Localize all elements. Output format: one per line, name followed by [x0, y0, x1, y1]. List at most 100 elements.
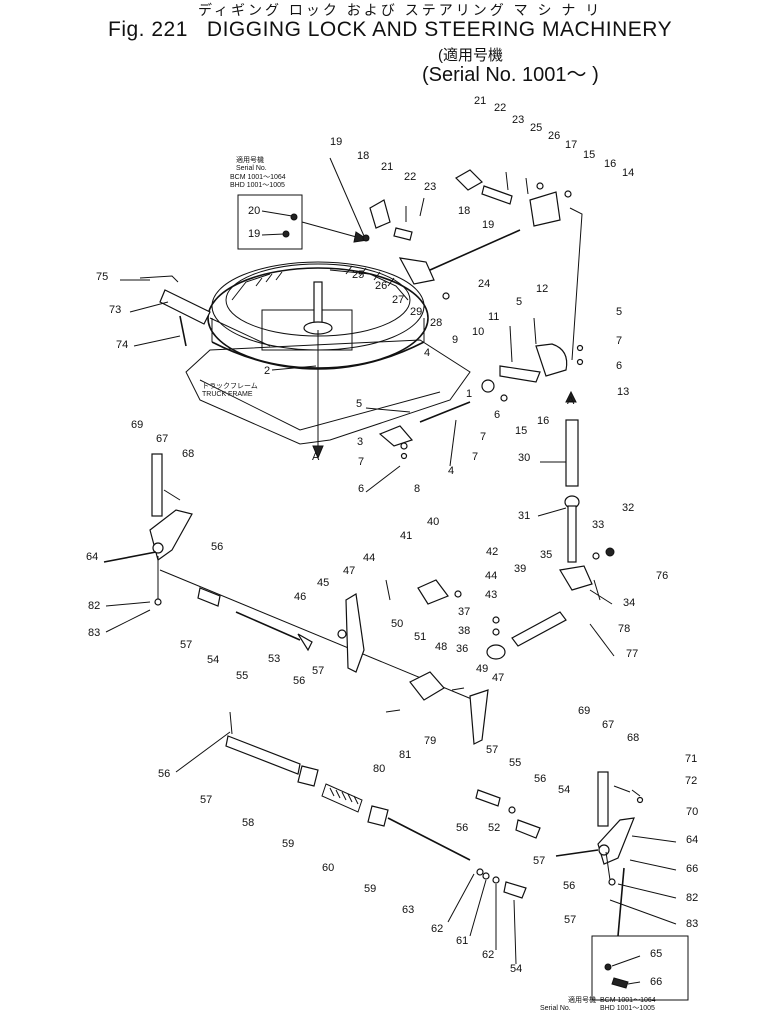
part-number-label: 71	[685, 753, 697, 765]
part-number-label: 54	[558, 784, 570, 796]
part-number-label: 74	[116, 339, 128, 351]
part-number-label: 82	[686, 892, 698, 904]
part-number-label: 57	[564, 914, 576, 926]
part-number-label: 64	[686, 834, 698, 846]
part-number-label: 83	[88, 627, 100, 639]
part-number-label: 72	[685, 775, 697, 787]
part-number-label: 66	[650, 976, 662, 988]
inset-bottom-serial-1: BCM 1001～1064	[600, 997, 656, 1004]
part-number-label: 59	[364, 883, 376, 895]
steering-mechanism-upper	[365, 317, 584, 467]
inset-bottom-jp: 適用号機	[568, 995, 596, 1004]
part-number-label: 80	[373, 763, 385, 775]
part-number-label: 46	[294, 591, 306, 603]
truck-frame-label: TRUCK FRAME	[202, 391, 253, 398]
part-number-label: 51	[414, 631, 426, 643]
part-number-label: 44	[363, 552, 375, 564]
part-number-label: 83	[686, 918, 698, 930]
part-number-label: 15	[583, 149, 595, 161]
part-number-label: 75	[96, 271, 108, 283]
part-number-label: 22	[404, 171, 416, 183]
part-number-label: 32	[622, 502, 634, 514]
upper-linkage	[329, 157, 583, 361]
part-number-labels: 2122232526171516141918212223181920197573…	[86, 95, 698, 988]
part-number-label: 65	[650, 948, 662, 960]
part-number-label: 5	[356, 398, 362, 410]
part-number-label: 16	[537, 415, 549, 427]
part-number-label: 10	[472, 326, 484, 338]
applicable-units-jp: (適用号機	[438, 47, 503, 64]
part-number-label: 59	[282, 838, 294, 850]
part-number-label: 56	[211, 541, 223, 553]
part-number-label: 76	[656, 570, 668, 582]
left-steering-lever	[103, 453, 193, 606]
part-number-label: 67	[156, 433, 168, 445]
part-number-label: 7	[616, 335, 622, 347]
part-number-label: 64	[86, 551, 98, 563]
inset-box-bottom: 適用号機 BCM 1001～1064 Serial No. BHD 1001～1…	[540, 867, 689, 1012]
part-number-label: 82	[88, 600, 100, 612]
inset-top-jp: 適用号機	[236, 155, 264, 164]
part-number-label: 9	[452, 334, 458, 346]
part-number-label: 20	[248, 205, 260, 217]
truck-frame-jp: トラックフレーム	[202, 382, 258, 390]
part-number-label: 26	[375, 280, 387, 292]
part-number-label: 29	[410, 306, 422, 318]
part-number-label: 7	[358, 456, 364, 468]
part-number-label: 57	[486, 744, 498, 756]
serial-range: (Serial No. 1001～ )	[422, 64, 599, 86]
swing-machinery: トラックフレーム TRUCK FRAME	[185, 261, 471, 460]
part-number-label: 15	[515, 425, 527, 437]
part-number-label: 56	[563, 880, 575, 892]
part-number-label: 35	[540, 549, 552, 561]
part-number-label: 23	[424, 181, 436, 193]
part-number-label: 68	[627, 732, 639, 744]
part-number-label: 61	[456, 935, 468, 947]
inset-bottom-label: Serial No.	[540, 1005, 571, 1012]
part-number-label: 69	[578, 705, 590, 717]
part-number-label: 5	[516, 296, 522, 308]
part-number-label: 47	[343, 565, 355, 577]
inset-box-top: 適用号機 Serial No. BCM 1001～1064 BHD 1001～1…	[230, 155, 370, 250]
part-number-label: 57	[200, 794, 212, 806]
part-number-label: 36	[456, 643, 468, 655]
part-number-label: 6	[358, 483, 364, 495]
part-number-label: 21	[381, 161, 393, 173]
part-number-label: 58	[242, 817, 254, 829]
part-number-label: 19	[482, 219, 494, 231]
part-number-label: 23	[512, 114, 524, 126]
part-number-label: 45	[317, 577, 329, 589]
part-number-label: 26	[548, 130, 560, 142]
part-number-label: 67	[602, 719, 614, 731]
part-number-label: 4	[448, 465, 454, 477]
part-number-label: 55	[509, 757, 521, 769]
leader-lines	[105, 279, 677, 985]
part-number-label: 11	[488, 311, 499, 323]
part-number-label: 70	[686, 806, 698, 818]
part-number-label: 44	[485, 570, 497, 582]
part-number-label: 62	[431, 923, 443, 935]
part-number-label: 34	[623, 597, 635, 609]
part-number-label: 57	[312, 665, 324, 677]
part-number-label: 17	[565, 139, 577, 151]
part-number-label: 22	[494, 102, 506, 114]
part-number-label: 55	[236, 670, 248, 682]
inset-top-serial-1: BCM 1001～1064	[230, 174, 286, 181]
part-number-label: 6	[494, 409, 500, 421]
lower-linkage	[225, 711, 541, 899]
part-number-label: 52	[488, 822, 500, 834]
part-number-label: 3	[357, 436, 363, 448]
part-number-label: 54	[207, 654, 219, 666]
part-number-label: 68	[182, 448, 194, 460]
part-number-label: 63	[402, 904, 414, 916]
part-number-label: 47	[492, 672, 504, 684]
part-number-label: 12	[536, 283, 548, 295]
part-number-label: 77	[626, 648, 638, 660]
part-number-label: 7	[472, 451, 478, 463]
part-number-label: 30	[518, 452, 530, 464]
part-number-label: 57	[533, 855, 545, 867]
part-number-label: 27	[392, 294, 404, 306]
part-number-label: A	[567, 395, 575, 407]
lock-lever-assembly	[139, 275, 271, 347]
